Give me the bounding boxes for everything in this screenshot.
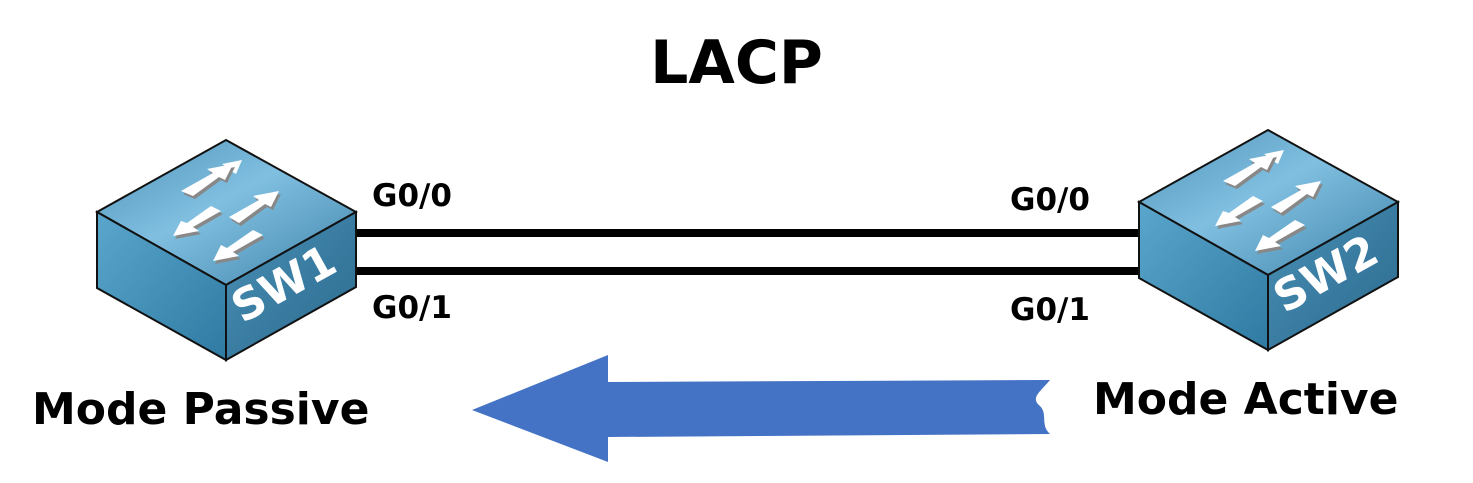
sw1-port-g0-1: G0/1 (372, 290, 452, 326)
switch-icon-sw2: SW2 (1138, 129, 1399, 351)
diagram-title: LACP (650, 28, 823, 98)
switch-icon-sw1: SW1 (96, 139, 357, 361)
sw1-mode-label: Mode Passive (32, 384, 370, 435)
sw2-port-g0-1: G0/1 (1010, 292, 1090, 328)
sw2-mode-label: Mode Active (1093, 374, 1399, 425)
sw2-port-g0-0: G0/0 (1010, 182, 1090, 218)
sw1-port-g0-0: G0/0 (372, 178, 452, 214)
lacp-direction-arrow (472, 355, 1050, 462)
